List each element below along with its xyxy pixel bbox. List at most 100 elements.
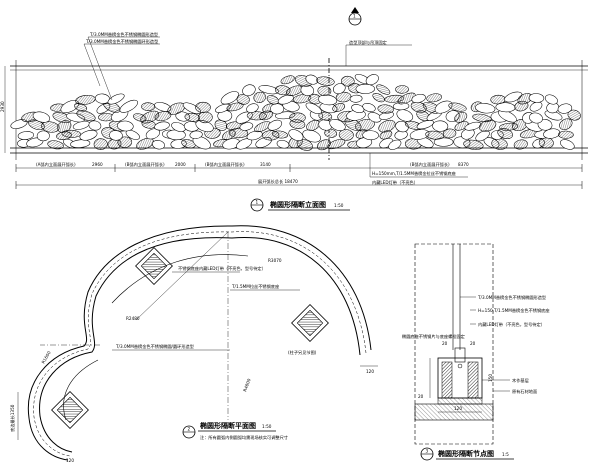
pebble	[362, 103, 376, 112]
pebble	[529, 112, 543, 124]
pebble	[560, 139, 575, 150]
detail-dim-5: 20	[418, 394, 424, 399]
detail-label-2: H=150,T/1.5MM香槟金色不锈钢底座	[478, 307, 550, 314]
detail-label-3: 内藏LED灯带（不亮色，型号待定）	[478, 321, 545, 328]
elevation-note-3: 造型顶部与吊顶固定	[349, 39, 387, 46]
column-3	[51, 391, 89, 429]
pebble	[432, 120, 449, 132]
pebble	[559, 118, 573, 130]
pebble	[367, 112, 382, 123]
pebble	[316, 139, 331, 151]
detail-mark: 3	[426, 449, 429, 454]
pebble	[475, 103, 496, 114]
pebble	[316, 76, 335, 86]
pebble	[246, 103, 259, 113]
detail-title: 3 椭圆形隔断节点图 1:5	[420, 447, 514, 461]
width-dim-1: 120	[366, 369, 374, 374]
detail-label-4: 椭圆底座不锈钢片与底座螺栓固定	[402, 333, 465, 340]
pebble	[93, 138, 108, 150]
segment-1-label: (A弧内立面展开弧长)	[36, 161, 76, 168]
pebble	[338, 129, 354, 141]
segment-2-label: (B弧内立面展开弧长)	[125, 161, 165, 168]
pebble	[117, 136, 133, 148]
plan-mark: 2	[188, 427, 191, 432]
pebble	[377, 104, 394, 114]
pebble	[246, 130, 263, 141]
section-marker: 1	[348, 7, 362, 26]
pebble	[463, 139, 484, 150]
segment-3-value: 3140	[260, 162, 271, 167]
pebble	[537, 119, 553, 131]
pebble	[305, 102, 322, 114]
pebble	[395, 85, 409, 94]
led-note: 内藏LED灯带（不亮色）	[372, 179, 418, 186]
plan-label-column: (柱子另见节图)	[288, 349, 317, 356]
pebble	[61, 129, 81, 138]
pebble	[119, 99, 138, 113]
pebble	[17, 131, 35, 140]
pebble	[280, 75, 295, 85]
pebble	[397, 92, 416, 105]
pebble	[318, 94, 338, 106]
detail-dim-1: 20	[442, 341, 448, 346]
pebble	[327, 139, 346, 150]
pebble	[145, 128, 160, 140]
width-dim-2: 120	[66, 458, 74, 463]
pebble	[355, 118, 375, 132]
detail-scale: 1:5	[502, 452, 509, 457]
plan-label-ring: T/3.0MM香槟金色不锈钢椭圆/圆环形造型	[115, 343, 194, 350]
elevation-title: 1 椭圆形隔断立面图 1:50	[250, 198, 350, 212]
pebble	[498, 109, 517, 123]
pebble	[47, 140, 64, 150]
pebble	[181, 139, 196, 149]
elevation-title-text: 椭圆形隔断立面图	[270, 200, 326, 209]
section-marker-label: 1	[353, 14, 356, 19]
pebble	[242, 84, 256, 96]
pebble	[425, 130, 444, 140]
pebble	[225, 121, 242, 130]
segment-1-value: 2960	[92, 162, 103, 167]
radius-2: R2480	[126, 316, 140, 321]
pebble	[362, 130, 379, 141]
pebble	[378, 119, 396, 133]
pebble	[226, 102, 244, 112]
pebble	[528, 93, 545, 103]
pebble	[239, 122, 254, 131]
pebble	[195, 101, 211, 113]
column-1	[135, 247, 173, 285]
plan-scale: 1:50	[262, 424, 272, 429]
pebble	[544, 94, 558, 105]
elevation-note-1: T/3.0MM香槟金色不锈钢椭圆形造型	[89, 31, 158, 38]
pebble	[376, 84, 391, 95]
segment-2-value: 2000	[175, 162, 186, 167]
pebble	[253, 91, 266, 103]
pebble	[171, 122, 186, 132]
pebble	[220, 91, 240, 105]
pebble	[433, 137, 454, 147]
height-dim: 2930	[0, 101, 5, 112]
pebble	[454, 111, 468, 123]
detail-title-text: 椭圆形隔断节点图	[438, 449, 494, 458]
radius-1: R3070	[268, 258, 282, 263]
pebble	[426, 93, 442, 103]
elevation-scale: 1:50	[334, 203, 344, 208]
detail-label-6: 原有石材地面	[512, 388, 537, 395]
pebble	[289, 112, 306, 123]
pebble	[271, 130, 289, 139]
segment-3-label: (B弧内立面展开弧长)	[205, 161, 245, 168]
pebble	[355, 83, 375, 94]
radius-3: R1600	[41, 350, 52, 365]
pebble	[79, 130, 98, 141]
detail-view: 20 20 150 120 20 T/3.0MM香槟金色不锈钢椭圆形造型 H=1…	[402, 243, 550, 461]
pebble	[341, 75, 355, 87]
pebble	[372, 92, 385, 103]
pebble	[333, 83, 346, 94]
pebble	[448, 102, 467, 112]
side-dim: 底边最长1350	[9, 404, 16, 432]
pebble	[302, 129, 321, 143]
detail-label-1: T/3.0MM香槟金色不锈钢椭圆形造型	[477, 294, 546, 301]
pebble	[388, 139, 402, 150]
pebble	[154, 121, 170, 131]
pebble	[349, 94, 363, 103]
